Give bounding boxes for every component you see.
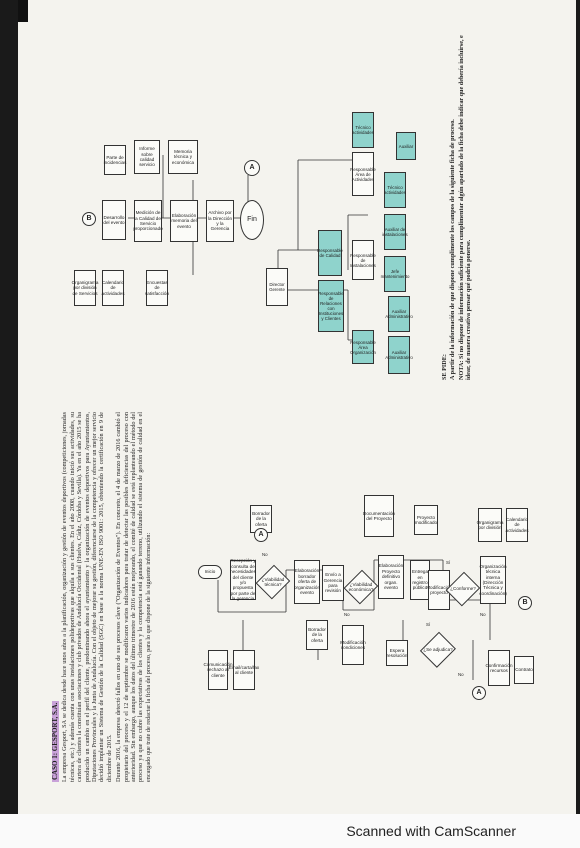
- flow-org-chart-division: Organigrama por división: [477, 508, 503, 542]
- flow2-connector-b: B: [82, 212, 96, 226]
- org-facilities-assistant: Auxiliar de instalaciones: [382, 214, 408, 250]
- scanner-footer: Scanned with CamScanner: [0, 814, 580, 848]
- org-relations-manager: Responsable de Relaciones con Institucio…: [318, 280, 344, 332]
- org-maintenance-chief: Jefe mantenimiento: [381, 256, 409, 292]
- org-technician-1: Técnico actividades: [384, 172, 406, 208]
- flow-activity-calendar: Calendario de actividades: [506, 508, 529, 542]
- flow-awarded: ¿Se adjudica?: [422, 632, 454, 668]
- org-quality-manager: Responsable de Calidad: [317, 230, 343, 276]
- flow-label-yes: Sí: [446, 560, 451, 565]
- flow-project-documents: Documentación del Proyecto: [363, 495, 395, 537]
- flow2-calendar: Calendario de actividades: [102, 270, 125, 306]
- flow-await-resolution: Espera resolución: [386, 640, 408, 666]
- flow-economic-viability: ¿Viabilidad económica?: [346, 570, 376, 604]
- flow-conformity: ¿Conforme?: [448, 572, 478, 606]
- flow-label-yes: Sí: [426, 622, 431, 627]
- flow-modify-conditions: Modificación condiciones: [340, 625, 366, 665]
- flowchart-connectors: [128, 155, 491, 680]
- flow-modified-project: Proyecto modificado: [414, 505, 438, 535]
- task-heading: SE PIDE:: [441, 354, 448, 380]
- flow2-event-development: Desarrollo del evento: [102, 200, 126, 240]
- flow2-incident-report: Parte de incidencias: [104, 145, 126, 175]
- flow-start: Inicio: [198, 565, 222, 579]
- flow-connector-a2: A: [472, 686, 486, 700]
- flow2-org-chart: Organigrama por división de Servicios: [72, 270, 98, 306]
- flow-resource-confirmation: Confirmación recursos: [485, 650, 513, 686]
- flow2-quality-report: Informe sobre calidad servicio: [134, 140, 160, 174]
- flow-reception: Recepción y consulta de necesidades del …: [230, 558, 256, 602]
- flow2-archive: Archivo por la Dirección y la Gerencia: [206, 200, 234, 242]
- scanner-label: Scanned with CamScanner: [346, 823, 516, 839]
- flow-email-letter: Email/carta/fax al cliente: [229, 650, 259, 690]
- org-facilities-manager: Responsable de Instalaciones: [350, 240, 376, 280]
- flow-contract: Contrato: [514, 656, 534, 684]
- flow-draft-offer-2: Borrador de la oferta: [306, 620, 328, 650]
- flow2-surveys: Encuestas de satisfacción: [145, 270, 169, 306]
- flow-technical-viability: ¿Viabilidad técnica?: [258, 565, 288, 599]
- flow-internal-organization: Organización técnica interna (Dirección …: [479, 556, 507, 604]
- org-director: Director Gerente: [266, 268, 288, 306]
- flow2-event-memory: Elaboración memoria del evento: [170, 200, 198, 242]
- flow-connector-b: B: [518, 596, 532, 610]
- org-assistant: Auxiliar: [396, 132, 416, 160]
- task-line-2: NOTA: Si no dispone de información sufic…: [457, 35, 473, 380]
- flow2-end: Fin: [240, 200, 264, 240]
- flow-draft-offer: Borrador de la oferta: [250, 505, 272, 533]
- flow-reject-communication: Comunicación rechazo al cliente: [203, 650, 233, 690]
- org-admin-assistant-1: Auxiliar Administrativo: [385, 336, 413, 374]
- org-technician-2: Técnico actividades: [352, 112, 374, 148]
- org-admin-assistant-2: Auxiliar Administrativo: [385, 296, 413, 332]
- flow2-connector-a: A: [244, 160, 260, 176]
- flow-label-no: No: [262, 552, 268, 557]
- task-line-1: A partir de la información de que dispon…: [449, 119, 457, 380]
- flow2-technical-memory: Memoria técnica y económica: [168, 140, 198, 174]
- org-activities-manager: Responsable Área de Actividades: [350, 152, 376, 196]
- flow-label-no: No: [344, 612, 350, 617]
- flow-connector-a: A: [254, 528, 268, 542]
- scanned-page: CASO 1: GESPORT, S.A. La empresa Gesport…: [18, 0, 576, 814]
- flow2-quality-measurement: Medición de la Calidad del Servicio prop…: [133, 200, 163, 242]
- flow-send-management: Envío a Gerencia para revisión: [322, 565, 344, 601]
- flow-label-no: No: [480, 612, 486, 617]
- flow-project-elaboration: Elaboración Proyecto definitivo organ. e…: [378, 555, 404, 599]
- page-corner-shadow: [18, 0, 28, 22]
- flow-offer-elaboration: Elaboración borrador oferta de organizac…: [294, 560, 320, 604]
- org-area-manager: Responsable Área Organización: [350, 330, 376, 364]
- flow-label-no: No: [458, 672, 464, 677]
- task-statement: SE PIDE: A partir de la información de q…: [440, 20, 474, 380]
